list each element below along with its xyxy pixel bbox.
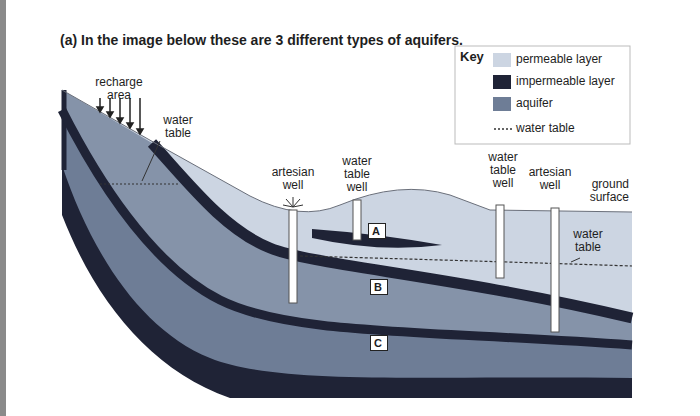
- area-label: recharge area: [88, 76, 150, 102]
- water-table-line: [300, 256, 632, 266]
- recharge-arrows: [97, 98, 143, 134]
- water-table-well: [496, 205, 504, 278]
- legend-swatch: [493, 53, 511, 67]
- well-label: artesian well: [522, 166, 578, 192]
- fountain-spray: [283, 197, 303, 207]
- callout-letter-box: A: [368, 223, 386, 239]
- artesian-well: [551, 208, 559, 332]
- leader-line: [142, 141, 160, 181]
- water-table-label: water table: [158, 114, 198, 140]
- diagram-title: (a) In the image below these are 3 diffe…: [60, 32, 463, 48]
- lower-aquifer: [62, 110, 632, 398]
- legend-text: impermeable layer: [516, 75, 615, 88]
- impermeable-band: [62, 110, 632, 345]
- legend-swatch: [493, 97, 511, 111]
- page-edge: [0, 0, 6, 416]
- key-heading: Key: [460, 50, 494, 64]
- impermeable-band: [152, 143, 632, 318]
- callout-letter-box: B: [370, 279, 388, 295]
- impermeable-edge: [62, 90, 67, 170]
- water-table-line: [100, 183, 180, 184]
- callout-letter: A: [372, 225, 380, 237]
- legend-text: aquifer: [516, 97, 553, 110]
- legend-text: water table: [516, 122, 575, 135]
- artesian-well: [289, 210, 297, 303]
- callout-letter-box: C: [370, 335, 388, 351]
- well-label: artesian well: [265, 166, 321, 192]
- ground-surface-line: [62, 90, 632, 212]
- impermeable-base: [62, 165, 632, 398]
- legend-swatch: [493, 75, 511, 89]
- key-box: [455, 46, 630, 144]
- well-label: water table well: [478, 151, 528, 191]
- water-table-well: [353, 200, 361, 240]
- leader-line: [571, 258, 580, 262]
- callout-letter: B: [374, 281, 382, 293]
- legend-text: permeable layer: [516, 53, 602, 66]
- water-table-sample: [494, 128, 512, 130]
- surface-label: ground surface: [577, 178, 629, 204]
- callout-letter: C: [374, 337, 382, 349]
- water-table-label: water table: [566, 228, 610, 254]
- well-label: water table well: [332, 155, 382, 195]
- diagram-ground: [62, 52, 632, 398]
